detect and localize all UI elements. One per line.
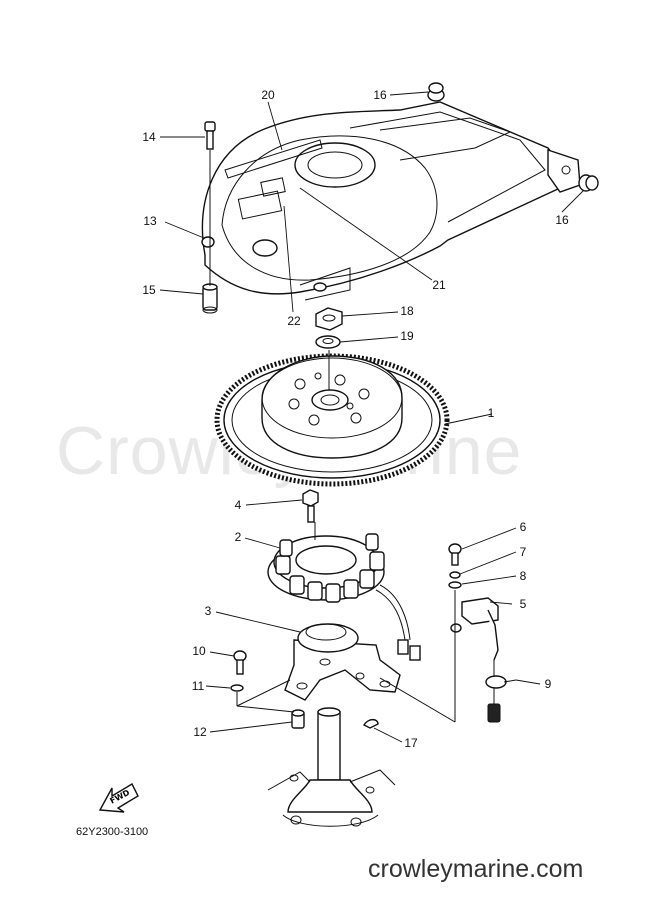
washer-11 — [230, 684, 244, 692]
callout-4: 4 — [234, 498, 242, 512]
screw-6 — [448, 543, 462, 566]
clamp-9 — [485, 675, 517, 689]
callout-7: 7 — [519, 545, 527, 559]
crankshaft — [267, 707, 396, 827]
bolt-4 — [302, 489, 319, 523]
callout-1: 1 — [487, 406, 495, 420]
callout-12: 12 — [193, 725, 207, 739]
callout-2: 2 — [234, 530, 242, 544]
callout-6: 6 — [519, 520, 527, 534]
bolt-10 — [233, 650, 247, 675]
collar-15 — [202, 283, 218, 314]
callout-19: 19 — [400, 329, 414, 343]
callout-3: 3 — [204, 604, 212, 618]
leader-lines — [159, 91, 585, 743]
callout-8: 8 — [519, 569, 527, 583]
fwd-arrow-icon: FWD — [98, 783, 139, 813]
stator-base — [284, 623, 401, 701]
callout-16-top: 16 — [373, 88, 387, 102]
callout-9: 9 — [544, 677, 552, 691]
callout-17: 17 — [404, 736, 418, 750]
callout-20: 20 — [261, 88, 275, 102]
grommet-16-top — [427, 82, 445, 102]
stator — [267, 533, 421, 661]
callout-21: 21 — [432, 278, 446, 292]
callout-22: 22 — [287, 314, 301, 328]
callout-18: 18 — [400, 304, 414, 318]
dowel-12 — [291, 709, 305, 729]
callout-14: 14 — [142, 130, 156, 144]
callout-16-right: 16 — [555, 213, 569, 227]
part-code: 62Y2300-3100 — [76, 826, 149, 838]
bolt-14 — [204, 121, 216, 150]
callout-5: 5 — [519, 597, 527, 611]
washer-8 — [448, 581, 462, 589]
callout-10: 10 — [192, 644, 206, 658]
grommet-16-right — [578, 174, 599, 192]
washer-19 — [315, 335, 341, 349]
callout-15: 15 — [142, 283, 156, 297]
callout-11: 11 — [191, 679, 205, 693]
pulser-coil — [450, 597, 501, 723]
flywheel — [214, 353, 450, 487]
flywheel-cover — [201, 101, 581, 301]
woodruff-key-17 — [363, 718, 379, 729]
callout-13: 13 — [143, 214, 157, 228]
nut-18 — [315, 307, 343, 331]
washer-7 — [449, 571, 461, 579]
website-link[interactable]: crowleymarine.com — [368, 855, 584, 883]
